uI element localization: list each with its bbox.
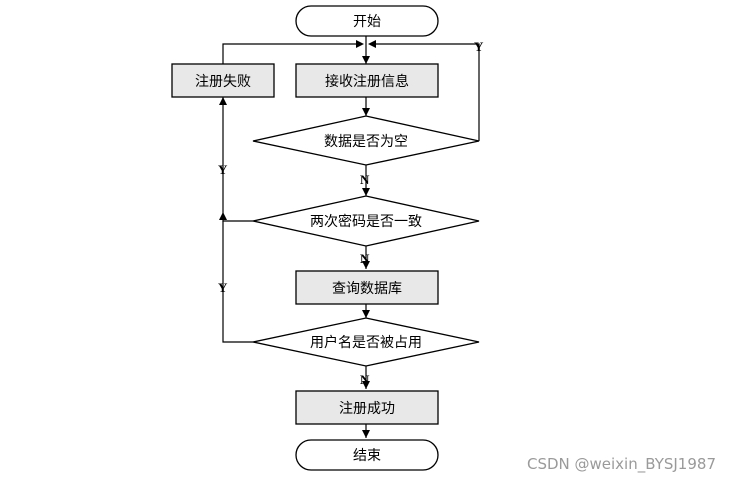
query-box bbox=[295, 270, 439, 305]
empty-no-label: N bbox=[360, 172, 370, 187]
arrowhead bbox=[362, 188, 370, 196]
success-label: 注册成功 bbox=[339, 401, 395, 417]
receive-process: 接收注册信息 bbox=[295, 63, 439, 98]
arrowheads bbox=[219, 40, 376, 438]
arrowhead bbox=[362, 261, 370, 269]
empty-yes-label: Y bbox=[474, 39, 484, 54]
password-check-diamond bbox=[252, 195, 480, 247]
fail-label: 注册失败 bbox=[195, 74, 251, 90]
username-check-diamond bbox=[252, 317, 480, 367]
start-shape bbox=[295, 5, 439, 37]
receive-box bbox=[295, 63, 439, 98]
arrowhead bbox=[362, 108, 370, 116]
username-yes-label: Y bbox=[218, 280, 228, 295]
username-no-label: N bbox=[360, 372, 370, 387]
password-check-label: 两次密码是否一致 bbox=[310, 213, 422, 230]
end-label: 结束 bbox=[353, 448, 381, 464]
edge-fail-loop bbox=[222, 43, 360, 64]
edge-username-yes bbox=[222, 221, 253, 343]
query-label: 查询数据库 bbox=[332, 281, 402, 297]
fail-box bbox=[171, 63, 275, 98]
username-check-label: 用户名是否被占用 bbox=[310, 334, 422, 351]
end-shape bbox=[295, 439, 439, 471]
arrowhead bbox=[362, 310, 370, 318]
receive-label: 接收注册信息 bbox=[325, 73, 409, 90]
arrowhead bbox=[362, 56, 370, 64]
arrowhead bbox=[362, 430, 370, 438]
empty-check-diamond bbox=[252, 115, 480, 166]
arrowhead bbox=[368, 40, 376, 48]
start-label: 开始 bbox=[353, 14, 381, 30]
arrowhead bbox=[356, 40, 364, 48]
arrowhead bbox=[219, 97, 227, 105]
empty-check-decision: 数据是否为空 bbox=[252, 115, 480, 166]
arrowhead bbox=[219, 212, 227, 220]
success-box bbox=[295, 390, 439, 425]
fail-process: 注册失败 bbox=[171, 63, 275, 98]
query-process: 查询数据库 bbox=[295, 270, 439, 305]
edge-password-yes bbox=[222, 97, 253, 222]
password-check-decision: 两次密码是否一致 bbox=[252, 195, 480, 247]
success-process: 注册成功 bbox=[295, 390, 439, 425]
end-terminal: 结束 bbox=[295, 439, 439, 471]
start-terminal: 开始 bbox=[295, 5, 439, 37]
edge-labels: Y N Y N Y N bbox=[218, 39, 484, 387]
connectors bbox=[222, 36, 480, 438]
edge-empty-yes-loop bbox=[372, 43, 480, 141]
watermark-text: CSDN @weixin_BYSJ1987 bbox=[527, 455, 716, 474]
password-no-label: N bbox=[360, 251, 370, 266]
password-yes-label: Y bbox=[218, 162, 228, 177]
empty-check-label: 数据是否为空 bbox=[324, 134, 408, 150]
arrowhead bbox=[362, 381, 370, 389]
username-check-decision: 用户名是否被占用 bbox=[252, 317, 480, 367]
